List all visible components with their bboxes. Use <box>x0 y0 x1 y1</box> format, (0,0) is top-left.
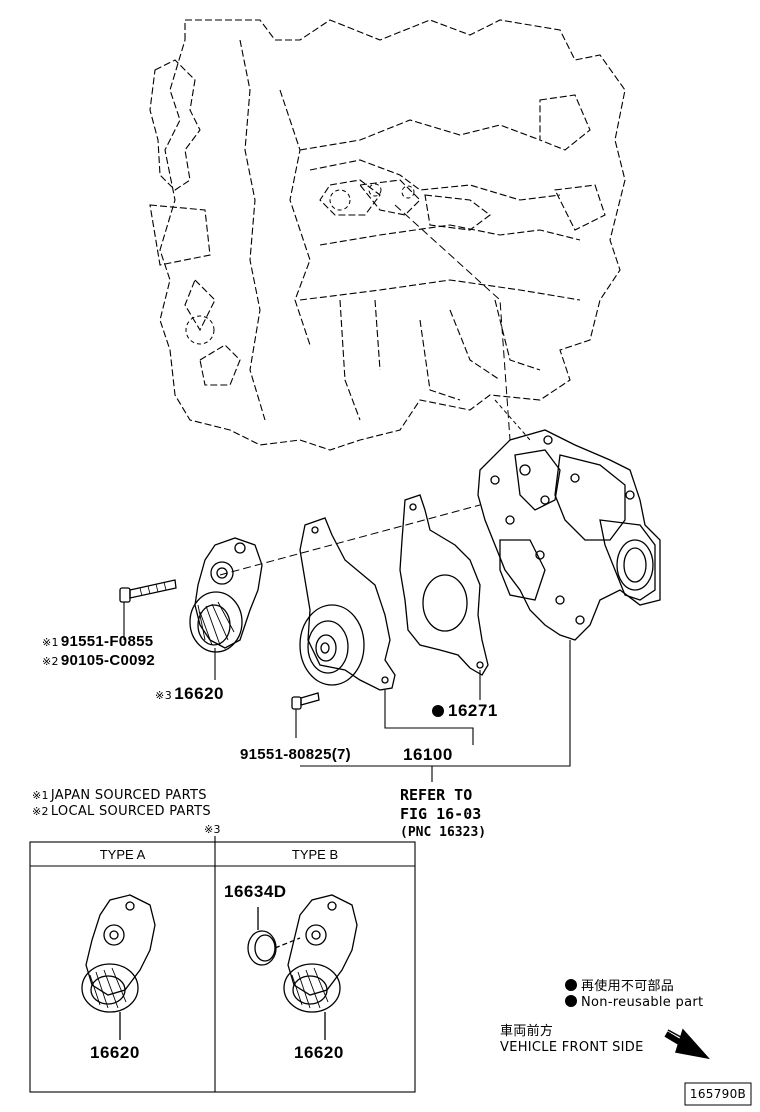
leader-lines <box>123 602 571 782</box>
vehicle-front-en: VEHICLE FRONT SIDE <box>500 1040 644 1055</box>
non-reusable-dot-icon <box>432 705 444 717</box>
refer-line-2: FIG 16-03 <box>400 805 482 823</box>
legend-dot-icon <box>565 995 577 1007</box>
engine-block-outline <box>149 19 626 451</box>
legend-en: Non-reusable part <box>565 995 703 1010</box>
vehicle-front-arrow <box>664 1028 711 1060</box>
part-number-90105-C0092: 90105-C0092 <box>60 652 156 669</box>
part-number-91551-F0855: 91551-F0855 <box>60 633 154 650</box>
engine-detail-dashes <box>185 183 531 441</box>
callout-bolt-91551-80825: 91551-80825(7) <box>240 746 351 763</box>
water-pump-16100 <box>299 517 396 691</box>
refer-line-3: (PNC 16323) <box>400 825 487 840</box>
type-b-header: TYPE B <box>291 847 339 862</box>
gasket-16271 <box>399 494 489 676</box>
legend-jp: 再使用不可部品 <box>565 975 674 994</box>
vehicle-front-jp: 車両前方 <box>500 1024 554 1039</box>
type-b-part-number: 16620 <box>294 1043 344 1062</box>
type-a-part-number: 16620 <box>90 1043 140 1062</box>
callout-gasket-16271: 16271 <box>432 701 498 721</box>
figure-id-box <box>684 1082 752 1106</box>
refer-line-1: REFER TO <box>400 786 473 804</box>
legend-dot-icon <box>565 979 577 991</box>
cap-16634D <box>247 907 277 966</box>
variant-table-mark: ※3 <box>204 823 221 836</box>
variant-table <box>29 836 416 1093</box>
figure-id: 165790B <box>689 1087 747 1101</box>
water-pump-housing <box>477 429 661 641</box>
type-b-tensioner <box>274 894 358 1040</box>
bolt-91551-80825 <box>291 692 320 710</box>
callout-water-pump-16100: 16100 <box>403 745 453 764</box>
alignment-lines <box>219 204 511 576</box>
bolt-91551-F0855 <box>119 579 177 603</box>
tensioner-16620 <box>189 537 263 653</box>
type-b-cap-part-number: 16634D <box>224 882 287 901</box>
type-a-tensioner <box>81 894 156 1040</box>
part-number-16271: 16271 <box>448 701 498 720</box>
part-number-16620: 16620 <box>174 684 224 703</box>
type-a-header: TYPE A <box>99 847 146 862</box>
